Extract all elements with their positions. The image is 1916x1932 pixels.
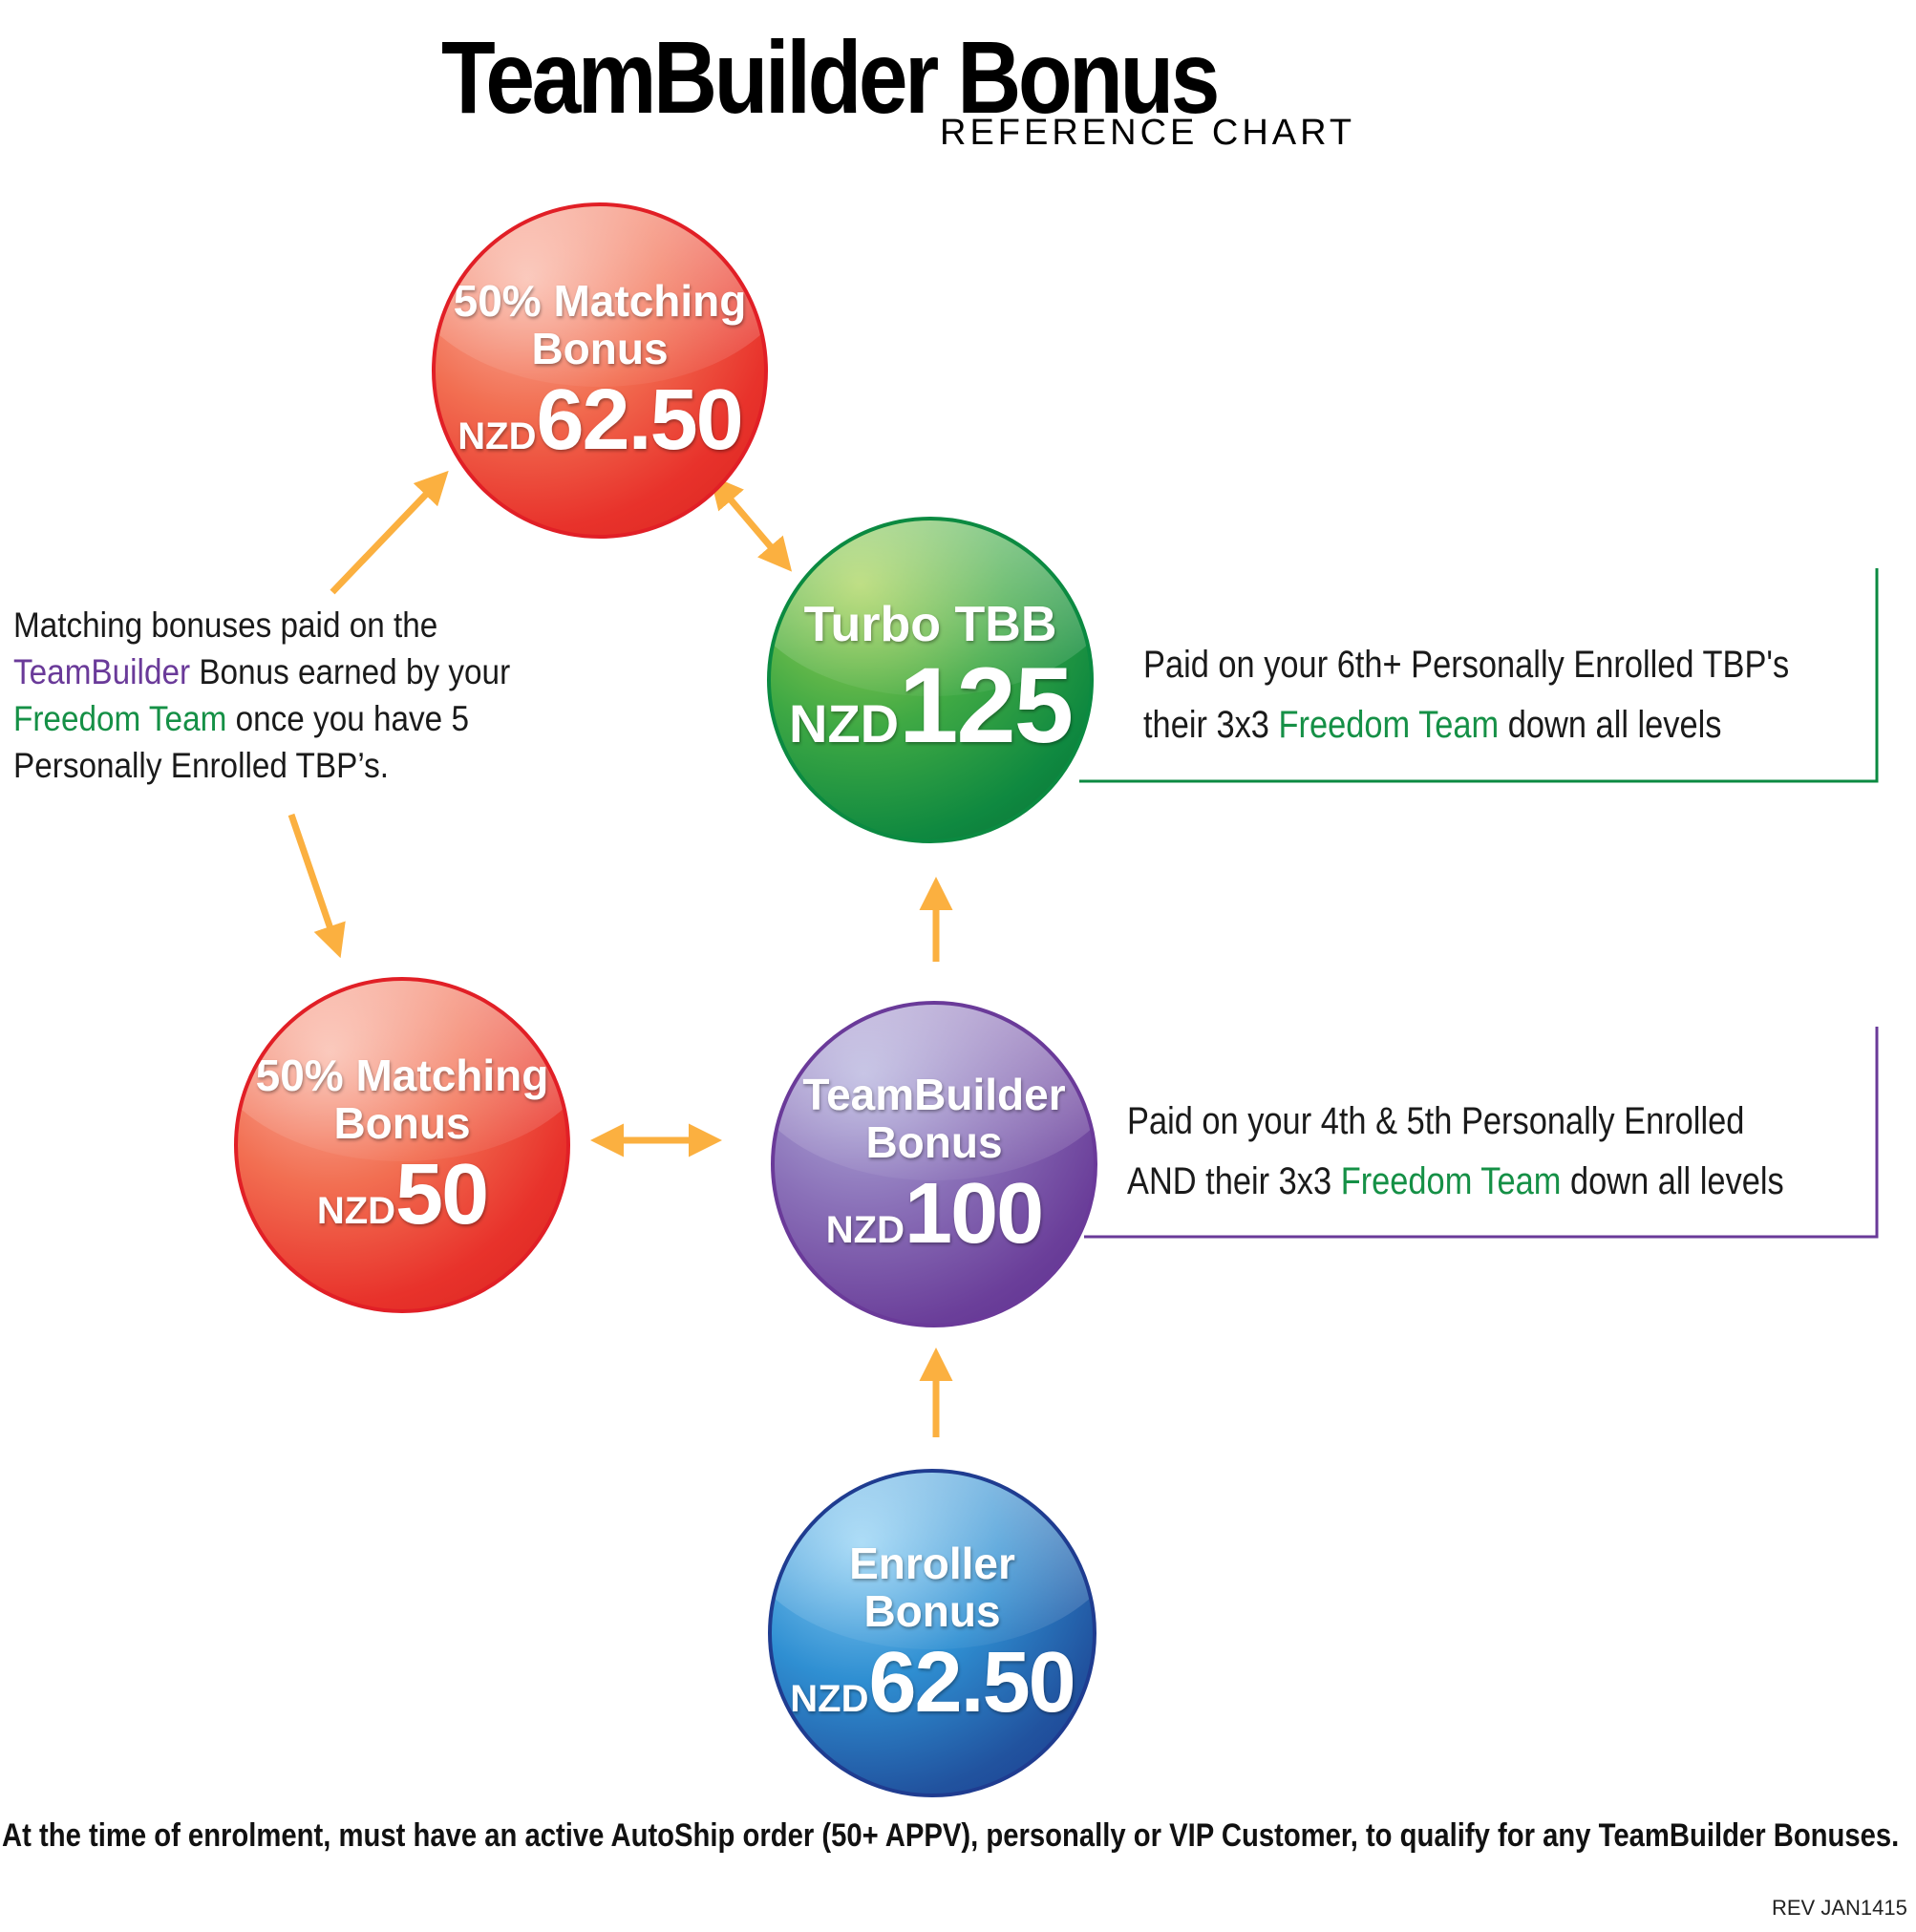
node-label: Enroller — [849, 1539, 1015, 1588]
freedom-team-highlight: Freedom Team — [1340, 1160, 1562, 1202]
enroller-bonus-node: Enroller Bonus NZD 62.50 — [768, 1469, 1096, 1797]
revision-label: REV JAN1415 — [1772, 1896, 1907, 1920]
node-amount: NZD 62.50 — [790, 1635, 1075, 1730]
node-label: Turbo TBB — [803, 597, 1057, 652]
arrow-note-to-left-matching — [287, 813, 346, 959]
node-label: Bonus — [531, 324, 669, 373]
description-text: AND their 3x3 — [1127, 1160, 1341, 1202]
amount-value: 100 — [905, 1166, 1044, 1262]
matching-bonus-left-node: 50% Matching Bonus NZD 50 — [234, 977, 570, 1313]
teambuilder-highlight: TeamBuilder — [13, 652, 191, 691]
turbo-tbb-node: Turbo TBB NZD 125 — [767, 517, 1094, 843]
page-title: TeamBuilder Bonus — [441, 19, 1220, 135]
note-text: Bonus earned by your — [190, 652, 511, 691]
amount-value: 50 — [395, 1147, 489, 1242]
node-amount: NZD 62.50 — [458, 372, 743, 468]
teambuilder-bonus-node: TeamBuilder Bonus NZD 100 — [771, 1001, 1097, 1327]
freedom-team-highlight: Freedom Team — [1278, 704, 1500, 746]
note-line: TeamBuilder Bonus earned by your — [13, 648, 510, 695]
node-label: 50% Matching — [255, 1051, 549, 1100]
note-line: Matching bonuses paid on the — [13, 605, 438, 645]
currency-label: NZD — [825, 1209, 905, 1251]
description-line: their 3x3 Freedom Team down all levels — [1143, 702, 1789, 749]
turbo-bracket-line — [1079, 568, 1879, 783]
arrow-note-to-top-matching — [330, 470, 449, 595]
teambuilder-bracket-line — [1084, 1027, 1879, 1239]
amount-value: 62.50 — [536, 372, 743, 468]
node-label: 50% Matching — [453, 276, 747, 326]
amount-value: 125 — [899, 646, 1074, 765]
description-line: Paid on your 6th+ Personally Enrolled TB… — [1143, 644, 1790, 686]
node-label: TeamBuilder — [802, 1070, 1066, 1119]
description-line: Paid on your 4th & 5th Personally Enroll… — [1127, 1100, 1745, 1142]
currency-label: NZD — [790, 1678, 869, 1720]
description-text: down all levels — [1561, 1160, 1784, 1202]
turbo-description: Paid on your 6th+ Personally Enrolled TB… — [1143, 642, 1789, 749]
description-line: AND their 3x3 Freedom Team down all leve… — [1127, 1158, 1784, 1205]
currency-label: NZD — [789, 693, 900, 754]
amount-value: 62.50 — [868, 1635, 1075, 1730]
matching-bonus-note: Matching bonuses paid on the TeamBuilder… — [13, 602, 510, 789]
node-label: Bonus — [333, 1098, 471, 1148]
page-subtitle: REFERENCE CHART — [940, 113, 1356, 153]
node-label: Bonus — [865, 1117, 1003, 1167]
note-line: Personally Enrolled TBP’s. — [13, 746, 390, 785]
node-amount: NZD 125 — [789, 646, 1074, 765]
note-text: once you have 5 — [226, 699, 469, 738]
description-text: their 3x3 — [1143, 704, 1279, 746]
matching-bonus-top-node: 50% Matching Bonus NZD 62.50 — [432, 202, 768, 539]
currency-label: NZD — [458, 415, 537, 457]
qualification-footer: At the time of enrolment, must have an a… — [2, 1817, 1900, 1854]
node-label: Bonus — [863, 1586, 1001, 1636]
note-line: Freedom Team once you have 5 — [13, 695, 510, 742]
teambuilder-description: Paid on your 4th & 5th Personally Enroll… — [1127, 1098, 1784, 1205]
description-text: down all levels — [1499, 704, 1722, 746]
node-amount: NZD 100 — [825, 1166, 1044, 1262]
freedom-team-highlight: Freedom Team — [13, 699, 227, 738]
node-amount: NZD 50 — [316, 1147, 489, 1242]
currency-label: NZD — [316, 1190, 396, 1232]
